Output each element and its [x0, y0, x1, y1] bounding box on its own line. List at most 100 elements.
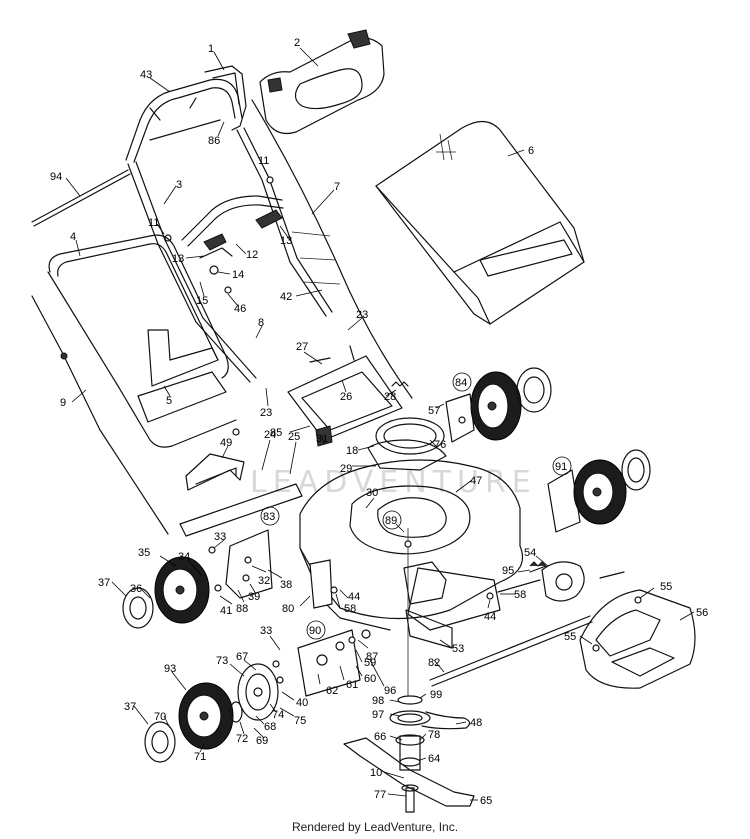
callout-77: 77 — [374, 789, 386, 801]
callout-55-lower: 55 — [564, 631, 576, 643]
callout-76: 76 — [434, 439, 446, 451]
callout-78: 78 — [428, 729, 440, 741]
callout-33-lower: 33 — [260, 625, 272, 637]
rear-rod — [179, 483, 303, 537]
callout-36: 36 — [130, 583, 142, 595]
callout-12: 12 — [246, 249, 258, 261]
callout-24: 24 — [264, 429, 276, 441]
callout-15: 15 — [196, 295, 208, 307]
callout-34: 34 — [178, 551, 190, 563]
callout-28: 28 — [384, 391, 396, 403]
callout-68: 68 — [264, 721, 276, 733]
callout-87: 87 — [366, 651, 378, 663]
blade-adapter — [395, 734, 425, 771]
callout-80: 80 — [282, 603, 294, 615]
callout-74: 74 — [272, 709, 284, 721]
discharge-chute — [403, 561, 447, 605]
callout-54: 54 — [524, 547, 536, 559]
mulch-door — [185, 453, 245, 491]
callout-13-left: 13 — [172, 253, 184, 265]
callout-37-upper: 37 — [98, 577, 110, 589]
control-panel — [259, 29, 385, 135]
callout-9: 9 — [60, 397, 66, 409]
callout-49: 49 — [220, 437, 232, 449]
callout-91: 91 — [555, 461, 567, 473]
callout-55-upper: 55 — [660, 581, 672, 593]
callout-89: 89 — [385, 515, 397, 527]
callout-47: 47 — [470, 475, 482, 487]
callout-44-left: 44 — [348, 591, 360, 603]
callout-86: 86 — [208, 135, 220, 147]
callout-99: 99 — [430, 689, 442, 701]
handle-crossbar — [181, 195, 284, 259]
callout-73: 73 — [216, 655, 228, 667]
callout-37-lower: 37 — [124, 701, 136, 713]
callout-14: 14 — [232, 269, 244, 281]
callout-96: 96 — [384, 685, 396, 697]
baffle — [309, 559, 333, 609]
callout-65: 65 — [480, 795, 492, 807]
callout-10: 10 — [370, 767, 382, 779]
callout-43: 43 — [140, 69, 152, 81]
upper-handle — [125, 78, 243, 163]
drive-shaft — [429, 571, 625, 687]
throttle-rod — [31, 169, 131, 227]
callout-93: 93 — [164, 663, 176, 675]
callout-4: 4 — [70, 231, 76, 243]
callout-46: 46 — [234, 303, 246, 315]
front-bracket — [297, 629, 361, 697]
callout-85: 85 — [270, 427, 282, 439]
callout-69: 69 — [256, 735, 268, 747]
callout-82: 82 — [428, 657, 440, 669]
credit-line: Rendered by LeadVenture, Inc. — [291, 820, 459, 834]
callout-11-lower: 11 — [148, 217, 159, 229]
callout-40: 40 — [296, 697, 308, 709]
transmission — [497, 561, 585, 602]
spring — [391, 381, 409, 387]
callout-30: 30 — [366, 487, 378, 499]
rear-right-wheel — [470, 367, 552, 441]
control-bar — [204, 65, 247, 131]
callout-95: 95 — [502, 565, 514, 577]
callout-3: 3 — [176, 179, 182, 191]
callout-23-left: 23 — [260, 407, 272, 419]
callout-41: 41 — [220, 605, 232, 617]
callout-23-right: 23 — [356, 309, 368, 321]
callout-83: 83 — [263, 511, 275, 523]
axle-bracket — [225, 529, 273, 599]
callout-58-left: 58 — [344, 603, 356, 615]
callout-32: 32 — [258, 575, 270, 587]
callout-42: 42 — [280, 291, 292, 303]
callout-29: 29 — [340, 463, 352, 475]
callout-35: 35 — [138, 547, 150, 559]
front-left-wheel — [122, 556, 210, 629]
callout-18: 18 — [346, 445, 358, 457]
callout-56: 56 — [696, 607, 708, 619]
bag-frame — [47, 234, 237, 448]
callout-57: 57 — [428, 405, 440, 417]
callout-62: 62 — [326, 685, 338, 697]
callout-58-right: 58 — [514, 589, 526, 601]
callout-8: 8 — [258, 317, 264, 329]
callout-53: 53 — [452, 643, 464, 655]
callout-25: 25 — [288, 431, 300, 443]
callout-98: 98 — [372, 695, 384, 707]
front-skirt — [579, 589, 696, 689]
height-adjust-ring — [375, 417, 445, 455]
blade — [343, 737, 475, 807]
callout-84: 84 — [455, 377, 467, 389]
callout-6: 6 — [528, 145, 534, 157]
callout-1: 1 — [208, 43, 214, 55]
callout-94: 94 — [50, 171, 62, 183]
callout-33-upper: 33 — [214, 531, 226, 543]
front-right-wheel — [144, 682, 234, 763]
blade-bolt — [401, 784, 419, 813]
callout-90: 90 — [309, 625, 321, 637]
callout-60: 60 — [364, 673, 376, 685]
drive-assembly-right — [445, 393, 475, 443]
callout-88: 88 — [236, 603, 248, 615]
callout-5: 5 — [166, 395, 172, 407]
rear-left-wheel-91 — [547, 449, 651, 533]
callout-48: 48 — [470, 717, 482, 729]
circled-callouts — [260, 372, 572, 640]
